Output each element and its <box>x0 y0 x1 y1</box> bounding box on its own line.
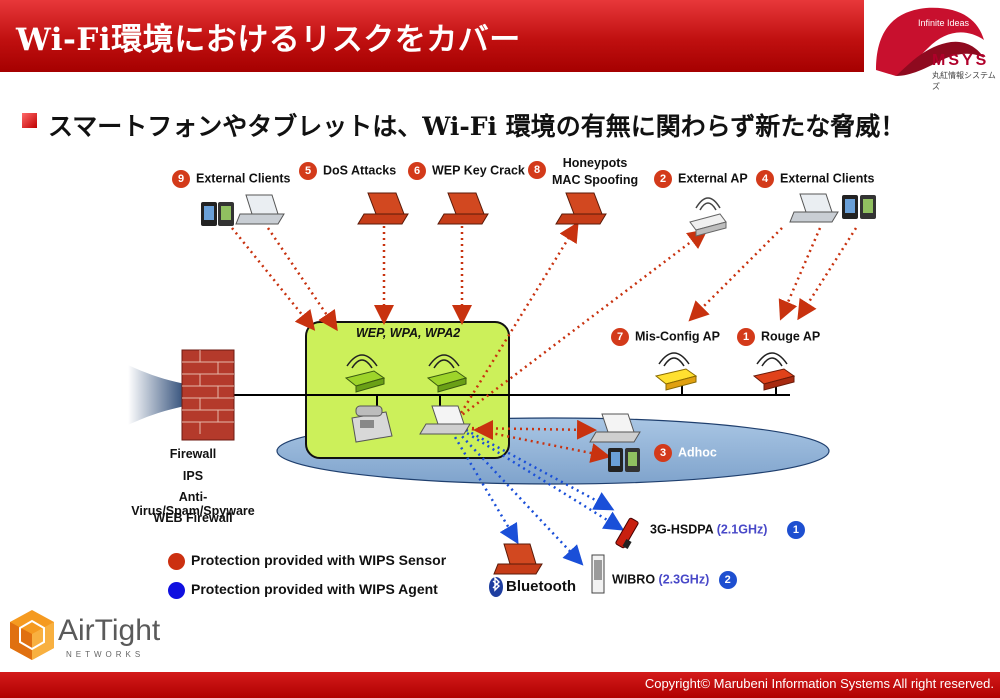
threat-8-label: 8 Honeypots MAC Spoofing <box>528 155 638 189</box>
agent-threat-wibro-name: WIBRO <box>612 572 656 587</box>
threat-9-badge: 9 <box>172 170 190 188</box>
external-clients-right-icon <box>789 193 876 223</box>
airtight-logo-icon <box>10 610 54 660</box>
agent-threat-wibro: WIBRO (2.3GHz) 2 <box>612 571 737 589</box>
threat-8-badge: 8 <box>528 161 546 179</box>
bluetooth-icon <box>489 576 503 597</box>
honeypot-laptop-icon <box>555 192 607 225</box>
threat-4-badge: 4 <box>756 170 774 188</box>
agent-threat-1-badge: 1 <box>786 521 805 539</box>
airtight-logo-sub: NETWORKS <box>66 650 145 659</box>
threat-5-badge: 5 <box>299 162 317 180</box>
threat-3-label: 3 Adhoc <box>654 444 717 462</box>
agent-threat-2-badge: 2 <box>718 571 737 589</box>
logo-brand: MSYS <box>932 52 990 69</box>
bluetooth-label: Bluetooth <box>506 578 576 595</box>
legend-agent: Protection provided with WIPS Agent <box>168 581 438 599</box>
bullet-icon <box>22 113 37 128</box>
wep-crack-laptop-icon <box>437 192 489 225</box>
msys-logo: Infinite Ideas MSYS 丸紅情報システムズ <box>866 0 1000 91</box>
dos-laptop-icon <box>357 192 409 225</box>
threat-6-label: 6 WEP Key Crack <box>408 162 525 180</box>
threat-6-badge: 6 <box>408 162 426 180</box>
threat-2-text: External AP <box>678 171 748 186</box>
external-ap-icon <box>689 197 727 237</box>
ip-phone-icon <box>351 405 393 443</box>
threat-6-text: WEP Key Crack <box>432 163 525 178</box>
airtight-logo-text: AirTight <box>58 614 161 647</box>
threat-3-badge: 3 <box>654 444 672 462</box>
encryption-label: WEP, WPA, WPA2 <box>356 326 461 340</box>
threat-4-label: 4 External Clients <box>756 170 874 188</box>
agent-threat-3g-name: 3G-HSDPA <box>650 522 714 537</box>
firewall-line-1: Firewall <box>169 447 217 461</box>
adhoc-laptop-icon <box>589 413 641 443</box>
internet-cloud-icon <box>128 365 190 425</box>
protected-ap-1-icon <box>344 354 386 393</box>
threat-2-badge: 2 <box>654 170 672 188</box>
rogue-ap-icon <box>752 352 796 391</box>
legend-agent-label: Protection provided with WIPS Agent <box>191 581 438 597</box>
agent-threat-3g: 3G-HSDPA (2.1GHz) 1 <box>650 521 805 539</box>
threat-5-text: DoS Attacks <box>323 163 397 178</box>
protected-ap-2-icon <box>426 354 468 393</box>
msys-logo-mark-icon <box>876 7 984 77</box>
misconfig-ap-icon <box>654 352 698 391</box>
protected-lan-zone <box>305 321 510 459</box>
threat-5-label: 5 DoS Attacks <box>299 162 396 180</box>
agent-threat-wibro-freq: (2.3GHz) <box>658 572 710 587</box>
threat-2-label: 2 External AP <box>654 170 748 188</box>
threat-1-text: Rouge AP <box>761 329 821 344</box>
threat-1-label: 1 Rouge AP <box>737 328 820 346</box>
threat-4-text: External Clients <box>780 171 875 186</box>
usb-modem-icon <box>615 517 639 549</box>
firewall-line-4: WEB Firewall <box>153 511 233 525</box>
adhoc-phones-icon <box>608 448 640 472</box>
bluetooth-laptop-icon <box>493 543 543 575</box>
threat-1-badge: 1 <box>737 328 755 346</box>
logo-tagline: Infinite Ideas <box>918 18 970 28</box>
wibro-device-icon <box>591 554 605 594</box>
page-title: Wi-Fi環境におけるリスクをカバー <box>16 22 521 58</box>
threat-8-text-2: MAC Spoofing <box>552 173 639 187</box>
threat-7-text: Mis-Config AP <box>635 329 720 344</box>
legend-sensor-label: Protection provided with WIPS Sensor <box>191 552 447 568</box>
legend-sensor: Protection provided with WIPS Sensor <box>168 552 446 570</box>
firewall-line-3: Anti-Virus/Spam/Spyware <box>131 490 255 518</box>
header-banner <box>0 0 864 72</box>
firewall-icon <box>181 349 235 441</box>
threat-3-text: Adhoc <box>678 445 717 460</box>
agent-threat-3g-freq: (2.1GHz) <box>716 522 768 537</box>
threat-7-badge: 7 <box>611 328 629 346</box>
legend-sensor-dot <box>168 552 185 570</box>
firewall-line-2: IPS <box>182 469 204 483</box>
threat-8-text-1: Honeypots <box>562 156 628 170</box>
threat-9-text: External Clients <box>196 171 291 186</box>
footer-bar <box>0 672 1000 698</box>
threat-7-label: 7 Mis-Config AP <box>611 328 720 346</box>
logo-company: 丸紅情報システムズ <box>932 71 996 91</box>
copyright-text: Copyright© Marubeni Information Systems … <box>644 676 994 691</box>
threat-9-label: 9 External Clients <box>172 170 290 188</box>
protected-laptop-icon <box>419 405 471 435</box>
subtitle: スマートフォンやタブレットは、Wi-Fi 環境の有無に関わらず新たな脅威！ <box>48 112 906 141</box>
legend-agent-dot <box>168 581 185 599</box>
external-clients-left-icon <box>201 194 285 226</box>
